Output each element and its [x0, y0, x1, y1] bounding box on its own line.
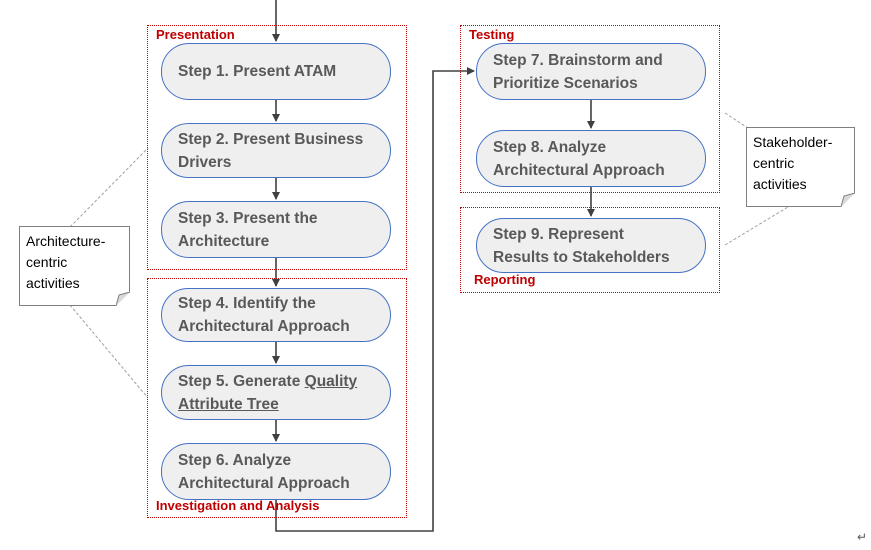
step-7-line1: Step 7. Brainstorm and [493, 51, 663, 69]
architecture-note-fold-icon [116, 292, 130, 306]
architecture-note-line1: Architecture- [26, 233, 106, 249]
step-4-node: Step 4. Identify the Architectural Appro… [161, 288, 391, 342]
investigation-label: Investigation and Analysis [156, 498, 320, 513]
architecture-note-line3: activities [26, 275, 80, 291]
step-1-node: Step 1. Present ATAM [161, 43, 391, 100]
step-7-line2: Prioritize Scenarios [493, 74, 638, 92]
step-1-text: Step 1. Present ATAM [178, 63, 337, 80]
step-7-node: Step 7. Brainstorm and Prioritize Scenar… [476, 43, 706, 100]
step-9-line1: Step 9. Represent [493, 225, 624, 243]
callout-leader-architecture-top [69, 147, 149, 228]
step-8-node: Step 8. Analyze Architectural Approach [476, 130, 706, 187]
step-8-line1: Step 8. Analyze [493, 138, 607, 156]
step-9-node: Step 9. Represent Results to Stakeholder… [476, 218, 706, 273]
callout-leader-stakeholder-bottom [724, 206, 789, 246]
architecture-centric-note: Architecture- centric activities [19, 226, 130, 306]
step-3-node: Step 3. Present the Architecture [161, 201, 391, 258]
step-6-line1: Step 6. Analyze [178, 451, 292, 469]
reporting-group [460, 207, 720, 293]
stakeholder-centric-note: Stakeholder- centric activities [746, 127, 855, 207]
paragraph-mark: ↵ [857, 530, 868, 544]
callout-leader-architecture-bottom [69, 304, 149, 399]
step-5-line1-prefix: Step 5. Generate [178, 372, 305, 390]
step-5-line1: Step 5. Generate Quality [178, 370, 382, 393]
reporting-label: Reporting [474, 272, 536, 287]
stakeholder-note-line3: activities [753, 176, 807, 192]
architecture-note-line2: centric [26, 254, 68, 270]
investigation-group [147, 278, 407, 518]
step-5-node: Step 5. Generate Quality Attribute Tree [161, 365, 391, 420]
step-6-line2: Architectural Approach [178, 474, 350, 492]
step-5-link-quality: Quality [304, 372, 358, 390]
callout-leader-stakeholder-top [724, 112, 749, 129]
arrow-step6-step7 [275, 67, 475, 532]
step-2-node: Step 2. Present Business Drivers [161, 123, 391, 178]
step-9-line2: Results to Stakeholders [493, 248, 670, 266]
presentation-label: Presentation [156, 27, 235, 42]
step-2-line1: Step 2. Present Business [178, 130, 364, 148]
step-3-line1: Step 3. Present the [178, 209, 318, 227]
step-6-node: Step 6. Analyze Architectural Approach [161, 443, 391, 500]
step-5-line2: Attribute Tree [178, 395, 279, 413]
testing-label: Testing [469, 27, 515, 42]
step-4-line1: Step 4. Identify the [178, 295, 316, 312]
step-3-line2: Architecture [178, 232, 270, 250]
stakeholder-note-fold-icon [841, 193, 855, 207]
step-8-line2: Architectural Approach [493, 161, 665, 179]
stakeholder-note-line1: Stakeholder- [753, 134, 833, 150]
stakeholder-note-line2: centric [753, 155, 795, 171]
step-4-line2: Architectural Approach [178, 318, 350, 335]
presentation-group [147, 25, 407, 270]
step-2-line2: Drivers [178, 153, 232, 171]
testing-group [460, 25, 720, 193]
